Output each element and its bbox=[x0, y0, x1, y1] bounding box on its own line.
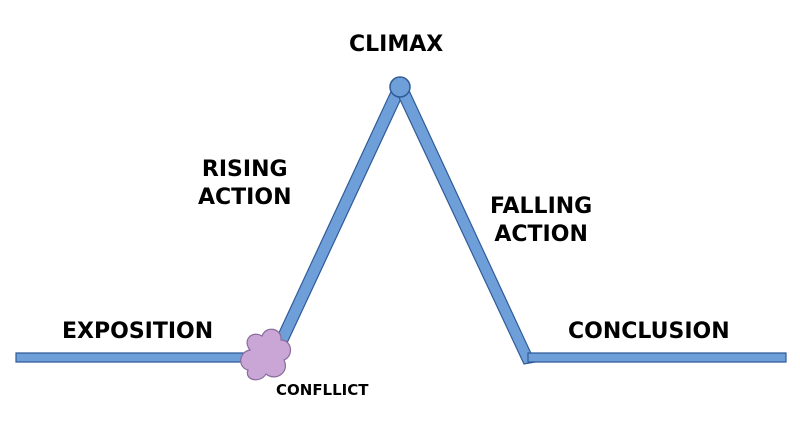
conclusion-label: CONCLUSION bbox=[568, 319, 730, 344]
rising-action-label-line2: ACTION bbox=[198, 184, 292, 210]
rising-action-label-line1: RISING bbox=[201, 157, 288, 182]
climax-point bbox=[389, 76, 411, 98]
exposition-line bbox=[15, 352, 259, 363]
conclusion-line bbox=[527, 352, 787, 363]
conflict-cloud bbox=[240, 328, 291, 381]
falling-action-label-line2: ACTION bbox=[494, 221, 588, 247]
falling-action-label: FALLING ACTION bbox=[490, 193, 592, 248]
climax-label: CLIMAX bbox=[349, 32, 444, 57]
rising-action-label: RISING ACTION bbox=[198, 156, 291, 211]
falling-action-label-line1: FALLING bbox=[490, 194, 593, 219]
conflict-label: CONFLLICT bbox=[276, 381, 369, 399]
rising-action-line bbox=[269, 82, 406, 359]
exposition-label: EXPOSITION bbox=[62, 319, 214, 344]
